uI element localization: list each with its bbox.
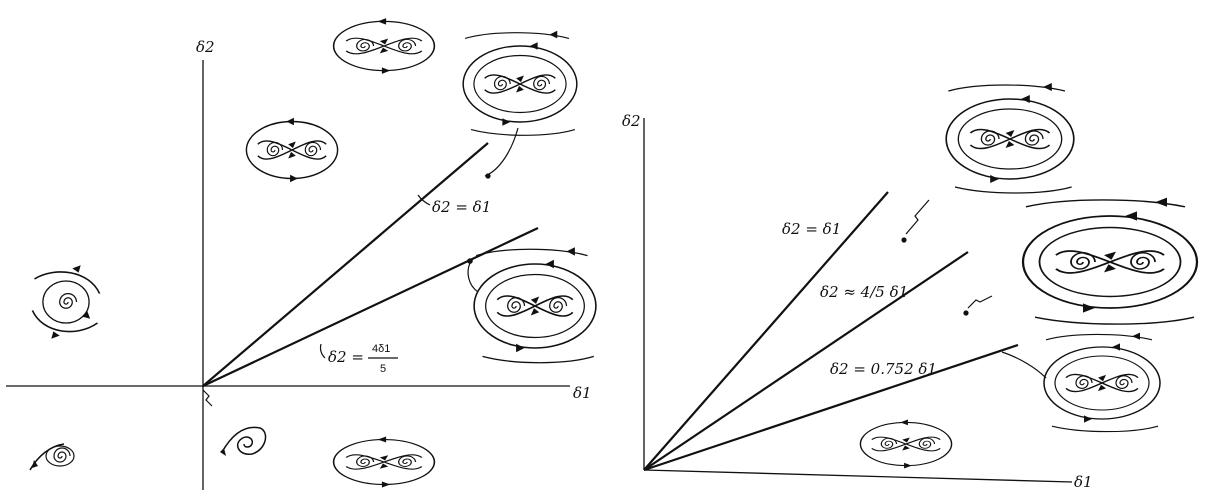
single-focus-portrait xyxy=(32,265,99,339)
left-x-axis-label: δ1 xyxy=(573,384,592,402)
left-y-axis-label: δ2 xyxy=(196,38,215,56)
nested-cycles-portrait-top-right xyxy=(463,31,577,136)
small-spiral-portrait xyxy=(219,426,267,457)
right-line-top-label: δ2 = δ1 xyxy=(782,220,841,238)
left-line-upper xyxy=(202,142,489,387)
double-spiral-portrait-bottom xyxy=(860,420,951,469)
figure-eight-portrait-top xyxy=(334,18,435,74)
small-focus-portrait xyxy=(29,443,75,471)
right-line-mid-label: δ2 ≈ 4/5 δ1 xyxy=(820,283,908,301)
right-line-top xyxy=(643,191,889,471)
left-line-lower-prefix: δ2 = xyxy=(328,348,364,366)
double-spiral-portrait xyxy=(334,437,435,488)
nested-cycles-portrait-middle xyxy=(1023,198,1197,325)
double-spiral-portrait-top-left xyxy=(246,118,337,183)
nested-cycles-portrait-right xyxy=(474,247,596,363)
left-line-lower xyxy=(202,227,539,387)
right-panel: δ2 δ1 δ2 = δ1 δ2 ≈ 4/5 δ1 δ2 = 0.752 δ1 xyxy=(622,83,1197,491)
right-line-mid xyxy=(643,251,969,471)
right-line-low-label: δ2 = 0.752 δ1 xyxy=(830,360,937,378)
left-line-upper-label: δ2 = δ1 xyxy=(432,198,491,216)
left-line-lower-denominator: 5 xyxy=(380,363,386,375)
right-y-axis-label: δ2 xyxy=(622,112,641,130)
left-panel: δ1 δ2 δ2 = δ1 δ2 = 4δ1 5 xyxy=(6,18,596,490)
right-line-low xyxy=(643,343,1019,472)
nested-cycles-portrait-upper xyxy=(946,83,1074,193)
right-x-axis xyxy=(643,469,1073,483)
left-line-lower-numerator: 4δ1 xyxy=(372,343,390,355)
figure-eight-portrait-lower xyxy=(1044,333,1160,432)
right-x-axis-label: δ1 xyxy=(1074,473,1093,491)
